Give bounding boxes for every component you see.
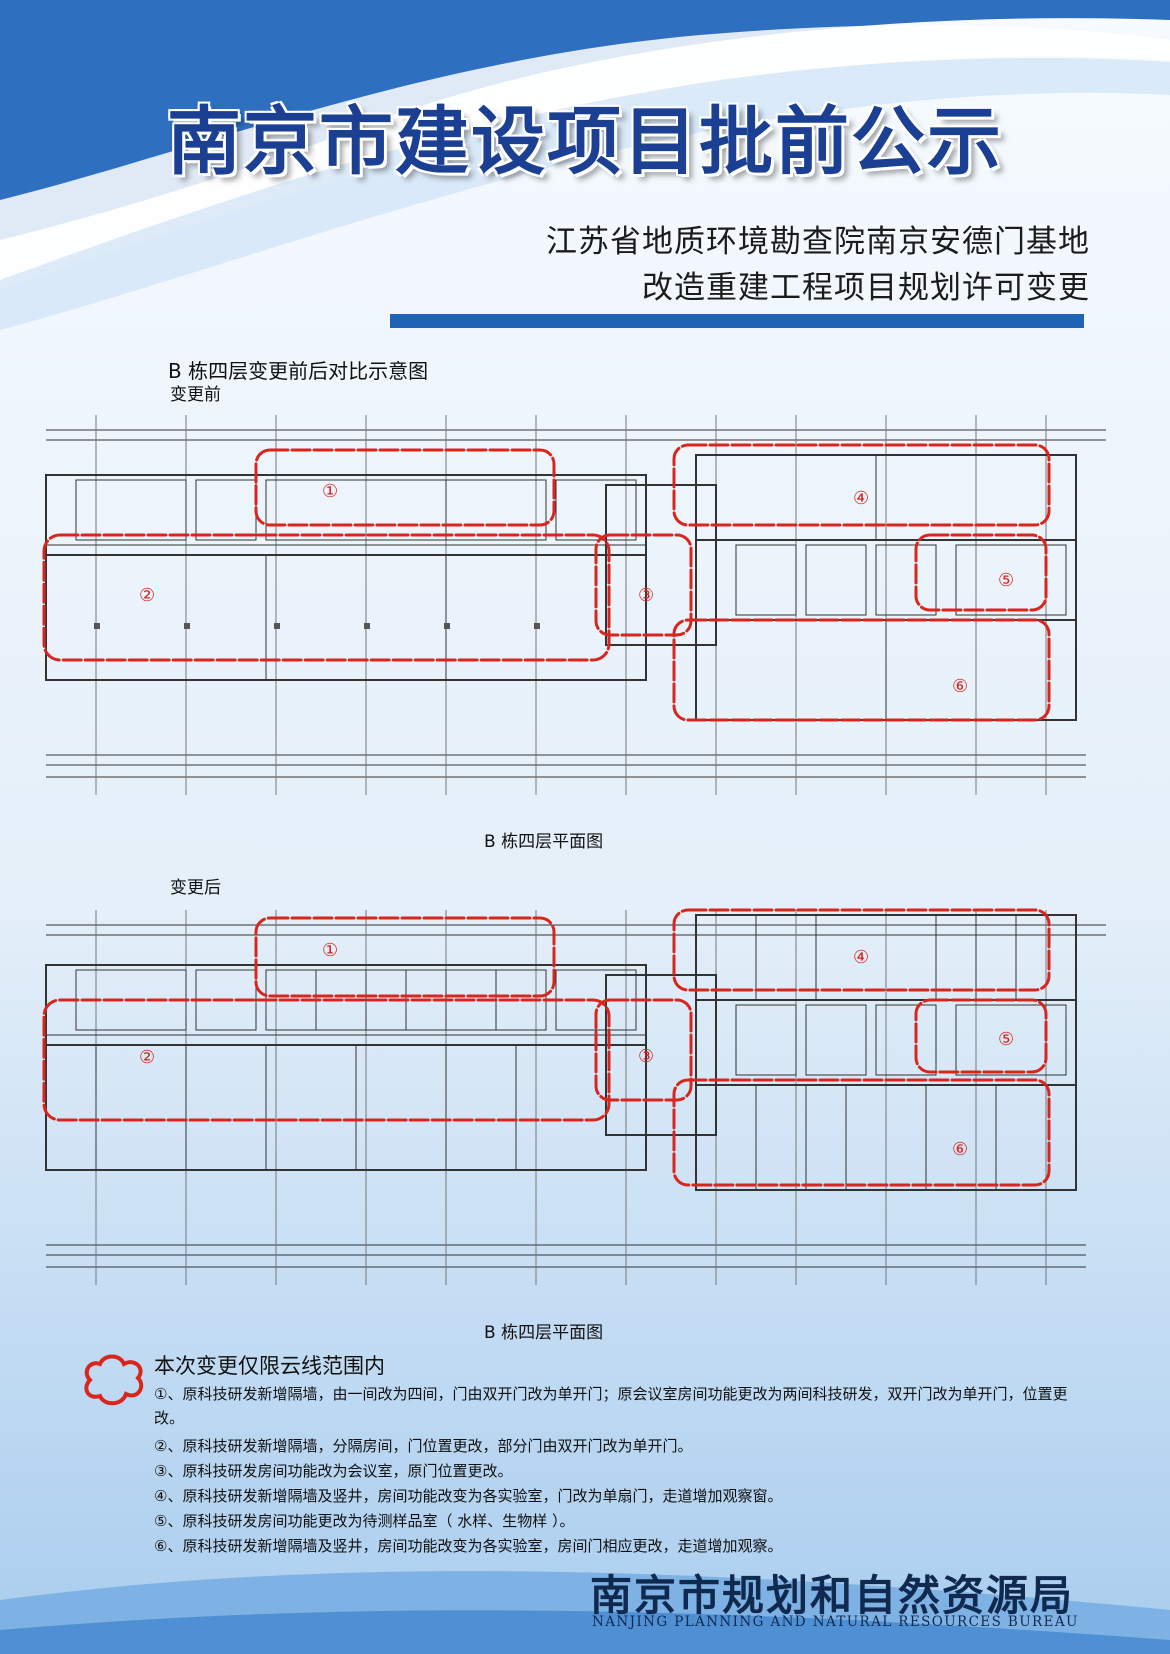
marker-4-after: ④: [853, 947, 869, 968]
note-5: ⑤、原科技研发房间功能更改为待测样品室（ 水样、生物样 ）。: [154, 1512, 575, 1530]
project-name-line1: 江苏省地质环境勘查院南京安德门基地: [546, 224, 1090, 260]
page-title: 南京市建设项目批前公示: [167, 99, 1003, 185]
floor-plan-before: ① ② ③ ④ ⑤ ⑥: [42, 415, 1106, 795]
note-4: ④、原科技研发新增隔墙及竖井，房间功能改变为各实验室，门改为单扇门，走道增加观察…: [154, 1487, 783, 1505]
marker-6-after: ⑥: [952, 1139, 968, 1160]
marker-1-after: ①: [322, 940, 338, 961]
marker-5: ⑤: [998, 570, 1014, 591]
marker-6: ⑥: [952, 676, 968, 697]
project-name-line2: 改造重建工程项目规划许可变更: [642, 270, 1090, 306]
note-1: ①、原科技研发新增隔墙，由一间改为四间，门由双开门改为单开门；原会议室房间功能更…: [154, 1385, 1068, 1427]
after-label: 变更后: [170, 878, 221, 898]
bureau-name-cn: 南京市规划和自然资源局: [590, 1571, 1075, 1620]
figure-title: B 栋四层变更前后对比示意图: [168, 359, 429, 383]
bureau-name-en: NANJING PLANNING AND NATURAL RESOURCES B…: [592, 1614, 1079, 1630]
cloud-line-legend-icon: [84, 1354, 144, 1406]
plan-caption-after: B 栋四层平面图: [484, 1323, 604, 1343]
title-divider-bar: [390, 314, 1084, 328]
before-label: 变更前: [170, 385, 221, 405]
note-6: ⑥、原科技研发新增隔墙及竖井，房间功能改变为各实验室，房间门相应更改，走道增加观…: [154, 1537, 783, 1555]
marker-5-after: ⑤: [998, 1029, 1014, 1050]
marker-3-after: ③: [638, 1046, 654, 1067]
notes-heading: 本次变更仅限云线范围内: [154, 1354, 385, 1378]
note-3: ③、原科技研发房间功能改为会议室，原门位置更改。: [154, 1462, 513, 1480]
marker-1: ①: [322, 481, 338, 502]
floor-plan-after: ① ② ③ ④ ⑤ ⑥: [42, 908, 1106, 1285]
marker-4: ④: [853, 488, 869, 509]
marker-2: ②: [139, 585, 155, 606]
plan-caption-before: B 栋四层平面图: [484, 832, 604, 852]
note-2: ②、原科技研发新增隔墙，分隔房间，门位置更改，部分门由双开门改为单开门。: [154, 1437, 693, 1455]
marker-3: ③: [638, 585, 654, 606]
marker-2-after: ②: [139, 1047, 155, 1068]
